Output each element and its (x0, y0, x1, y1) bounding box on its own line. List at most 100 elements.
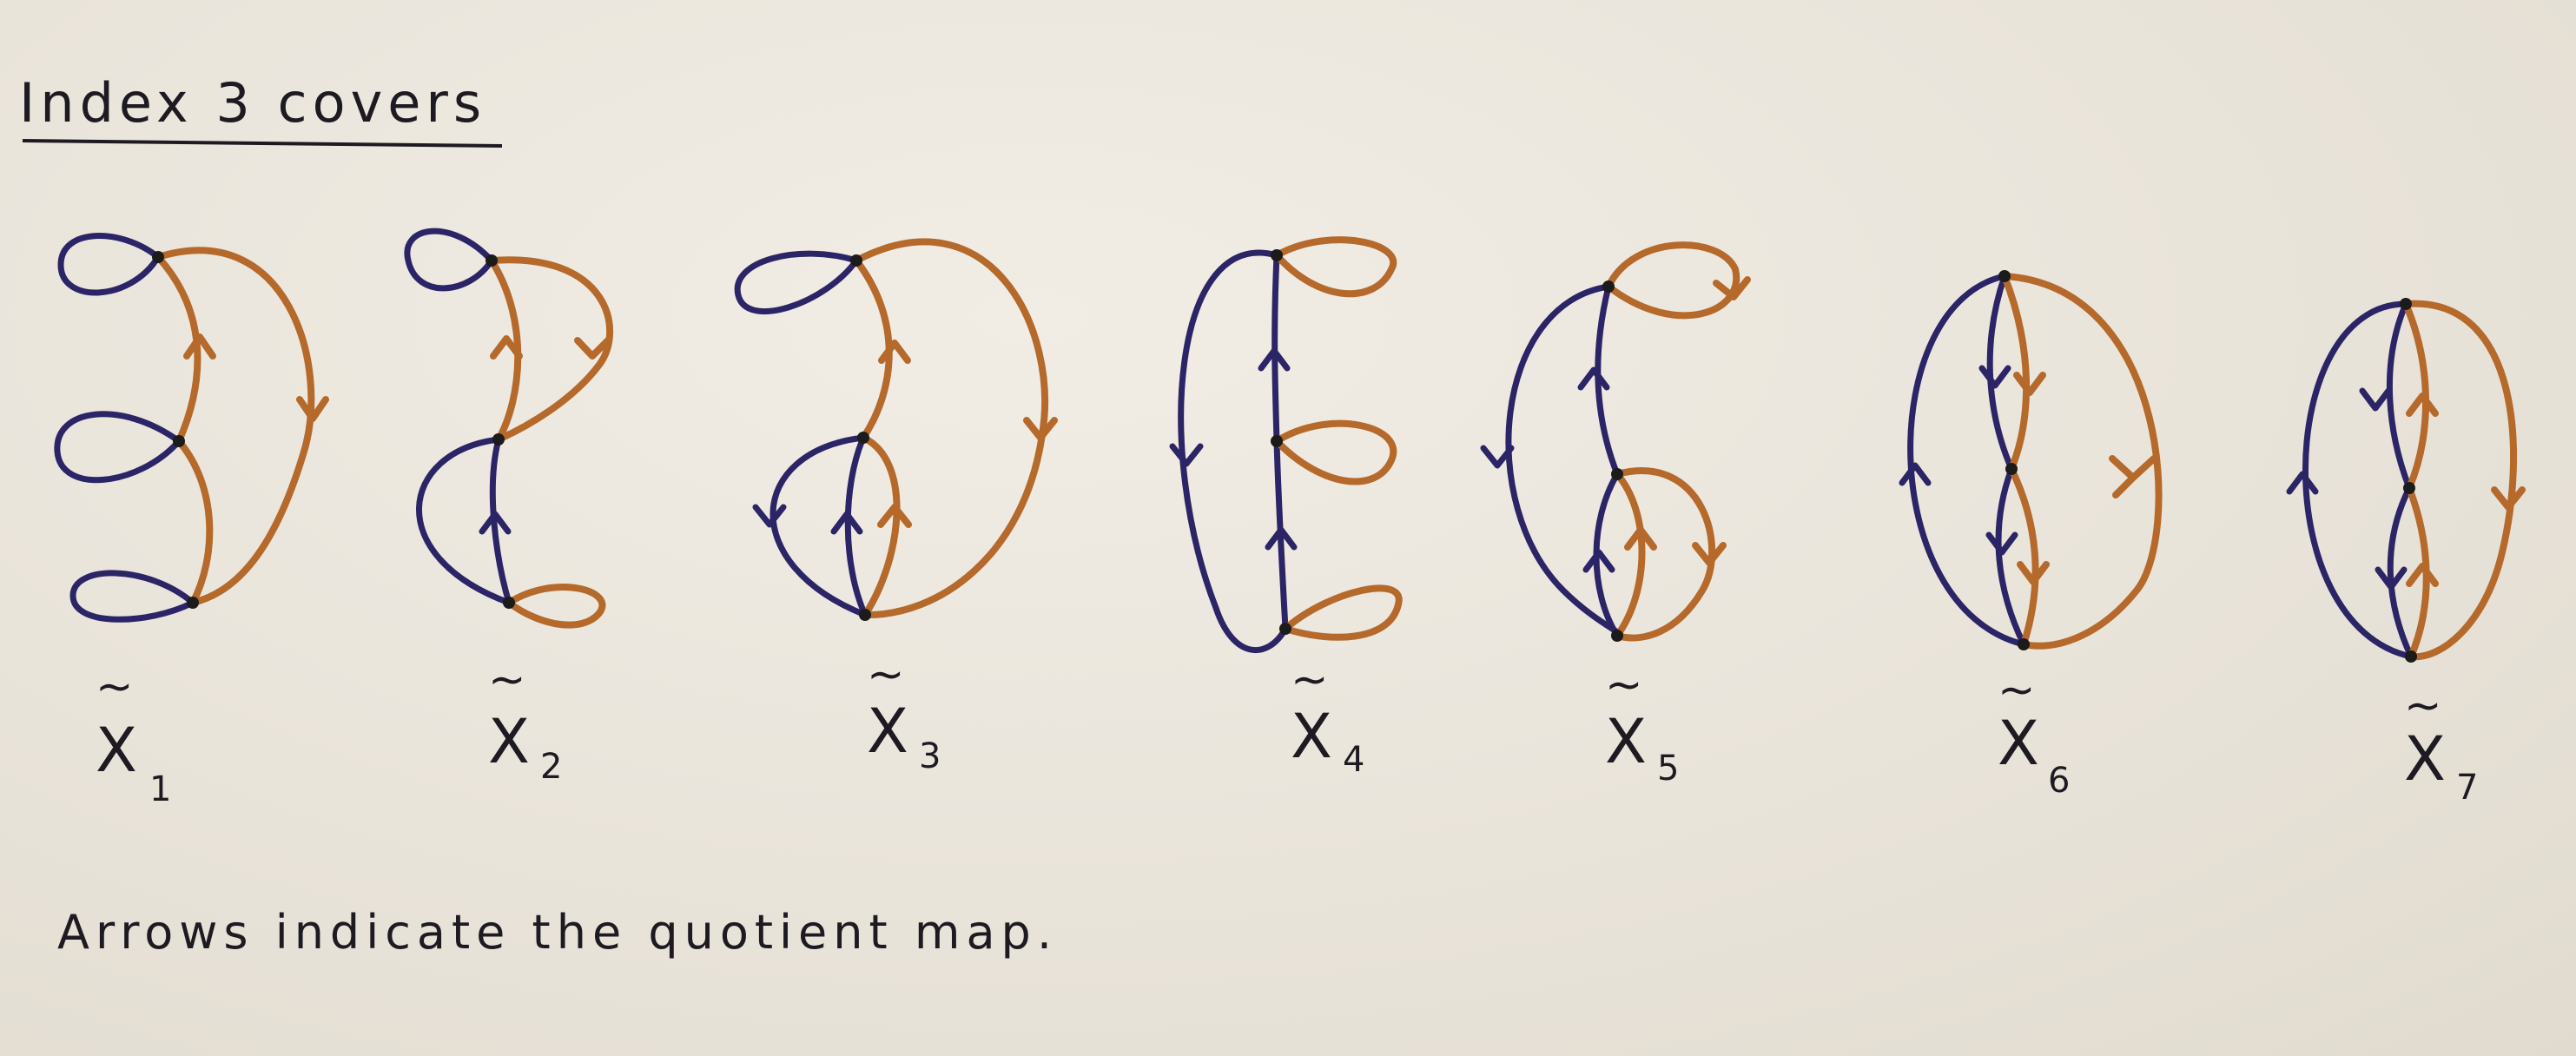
title-underline (22, 139, 503, 148)
cover-6-label-subscript: 6 (2048, 761, 2070, 801)
cover-5-loop-top (1605, 241, 1740, 320)
cover-4-arrow-a (1258, 347, 1291, 372)
cover-5-vertex (1611, 468, 1623, 480)
cover-2-arrow-b (574, 337, 611, 360)
cover-4-loop-top (1273, 236, 1397, 298)
cover-2-loop-bottom (505, 584, 606, 629)
cover-3-loop-top (734, 250, 860, 315)
cover-5-label: ~ X 5 (1605, 659, 1679, 789)
cover-2-arrow-a (490, 335, 523, 360)
cover-1-label-subscript: 1 (149, 769, 171, 809)
cover-3-arrow-e (877, 504, 912, 528)
cover-7-arrow-outer (2286, 471, 2319, 495)
cover-5-graph (1480, 241, 1751, 642)
cover-3-graph (734, 238, 1058, 621)
cover-2-label-subscript: 2 (540, 747, 562, 787)
cover-5-edge-d (1614, 467, 1716, 642)
cover-4-label-subscript: 4 (1343, 740, 1364, 780)
cover-6-label: ~ X 6 (1998, 664, 2070, 801)
cover-2-label-letter: X (488, 706, 530, 777)
cover-7-vertex (2400, 298, 2412, 310)
cover-4-label-accent: ~ (1291, 654, 1329, 706)
cover-7-label-letter: X (2404, 723, 2446, 795)
cover-7-edge-b (2387, 485, 2414, 660)
cover-7-arrow-d (2406, 563, 2439, 587)
cover-5-label-accent: ~ (1605, 659, 1643, 711)
cover-4-edge-outer (1178, 249, 1289, 653)
cover-3-label-subscript: 3 (919, 736, 941, 776)
cover-2-vertex (492, 433, 505, 446)
cover-4-vertex (1271, 435, 1283, 447)
title: Index 3 covers (19, 71, 486, 135)
cover-7-arrow-c (2406, 393, 2439, 417)
cover-2-edge-b (488, 256, 614, 443)
cover-2-label-accent: ~ (488, 654, 526, 706)
cover-3-label-letter: X (867, 696, 908, 767)
cover-4-loop-bottom (1282, 584, 1403, 641)
cover-7-arrow-a (2359, 387, 2392, 412)
cover-6-edge-outer-right (2001, 273, 2163, 650)
cover-1-edge-a (155, 254, 201, 445)
cover-4-arrow-outer (1169, 443, 1204, 467)
cover-2-label: ~ X 2 (488, 654, 562, 787)
cover-4-label-letter: X (1291, 701, 1332, 772)
cover-5-arrow-loop (1713, 276, 1751, 300)
cover-4-graph (1169, 236, 1403, 653)
cover-1-edge-b (175, 438, 214, 606)
cover-3-edge-d (844, 434, 869, 618)
cover-4-loop-mid (1273, 419, 1397, 485)
cover-6-arrow-c (2013, 372, 2046, 396)
cover-3-vertex (850, 254, 862, 267)
cover-7-arrow-right (2491, 486, 2526, 511)
cover-6-vertex (2005, 463, 2018, 475)
cover-2-edge-c (416, 436, 512, 606)
cover-7-label-accent: ~ (2404, 680, 2442, 732)
cover-2-edge-d (489, 436, 512, 606)
cover-1-loop-top (57, 233, 162, 296)
cover-1-vertex (173, 435, 185, 447)
cover-4-vertex (1279, 623, 1291, 635)
cover-5-label-letter: X (1605, 706, 1647, 777)
cover-6-label-accent: ~ (1998, 664, 2036, 716)
cover-4-arrow-b (1265, 526, 1298, 551)
cover-6-arrow-right (2109, 455, 2157, 498)
cover-5-arrow-d (1692, 542, 1727, 566)
cover-4-vertex (1271, 249, 1283, 261)
cover-3-edge-b (853, 238, 1048, 619)
cover-2-graph (404, 228, 614, 629)
cover-3-vertex (859, 609, 871, 621)
cover-2-loop-top (404, 228, 495, 292)
cover-2-vertex (485, 254, 498, 267)
cover-3-arrow-c (752, 504, 787, 528)
cover-6-arrow-b (1985, 531, 2018, 556)
cover-6-label-letter: X (1998, 708, 2039, 779)
cover-1-arrow-c (296, 396, 329, 422)
cover-3-arrow-b (1023, 417, 1058, 441)
cover-6-graph (1899, 270, 2163, 650)
caption: Arrows indicate the quotient map. (57, 905, 1058, 960)
cover-7-label: ~ X 7 (2404, 680, 2478, 808)
cover-1-loop-bottom (69, 570, 196, 623)
cover-6-vertex (2018, 638, 2030, 650)
cover-5-edge-a (1595, 283, 1621, 478)
cover-5-edge-c (1614, 471, 1646, 639)
cover-7-graph (2286, 298, 2526, 663)
cover-7-vertex (2403, 482, 2415, 494)
cover-6-arrow-d (2017, 561, 2050, 585)
cover-labels: ~ X 1 ~ X 2 ~ X 3 ~ X 4 ~ X 5 ~ X 6 (96, 649, 2478, 809)
cover-6-arrow-a (1978, 365, 2011, 389)
cover-3-vertex (857, 432, 869, 444)
cover-1-graph (54, 233, 329, 623)
cover-2-arrow-d (479, 511, 512, 535)
cover-6-edge-outer (1907, 273, 2027, 648)
cover-6-edge-c (2001, 273, 2031, 472)
cover-7-edge-outer (2302, 300, 2414, 660)
cover-5-arrow-b (1582, 549, 1615, 573)
cover-1-edge-c (155, 247, 315, 606)
cover-1-label: ~ X 1 (96, 661, 171, 809)
cover-7-arrow-b (2375, 566, 2408, 591)
cover-1-label-accent: ~ (96, 661, 134, 713)
cover-6-edge-b (1995, 465, 2027, 648)
cover-3-edge-c (769, 434, 869, 618)
